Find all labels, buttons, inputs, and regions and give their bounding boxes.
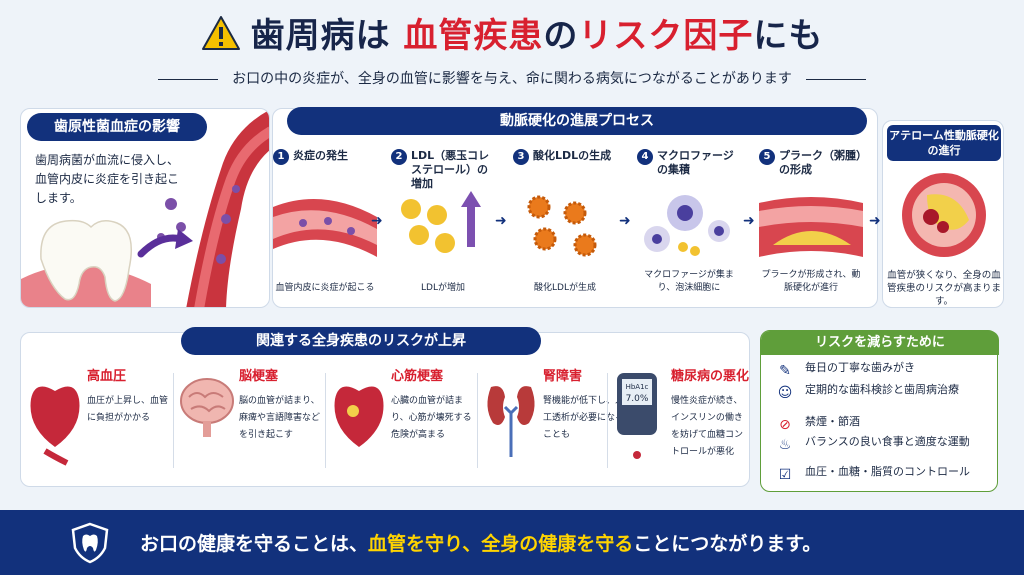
checklist-icon: ☑	[778, 467, 792, 483]
step-title: LDL（悪玉コレステロール）の増加	[411, 149, 490, 190]
step-title: 炎症の発生	[293, 149, 348, 162]
disease-name: 腎障害	[543, 369, 583, 384]
macrophage-icon	[644, 195, 730, 256]
tip-text: 禁煙・節酒	[805, 415, 860, 428]
bacteremia-heading: 歯原性菌血症の影響	[27, 113, 207, 141]
footer-text-3: ことにつながります。	[633, 533, 822, 555]
page-title: 歯周病は 血管疾患のリスク因子にも	[0, 8, 1024, 60]
tip-item: ✎ 毎日の丁寧な歯みがき	[775, 361, 995, 381]
oxidized-ldl-icon	[527, 195, 597, 257]
tip-item: ♨ バランスの良い食事と適度な運動	[775, 435, 995, 455]
arrow-right-icon: ➜	[371, 213, 383, 229]
disease-name: 高血圧	[87, 369, 127, 384]
disease-text: 脳の血管が詰まり、麻痺や言語障害などを引き起こす	[239, 396, 321, 440]
divider	[173, 373, 174, 468]
heart-icon	[30, 386, 80, 466]
title-highlight-2: リスク因子	[578, 16, 754, 56]
risk-reduction-heading: リスクを減らすために	[761, 331, 999, 355]
disease-name: 脳梗塞	[239, 369, 279, 384]
tooth-shield-icon	[71, 522, 109, 564]
arrow-right-icon: ➜	[495, 213, 507, 229]
step-caption: 酸化LDLが生成	[534, 283, 596, 293]
step-caption: LDLが増加	[421, 283, 465, 293]
footer-banner: お口の健康を守ることは、血管を守り、全身の健康を守ることにつながります。	[0, 510, 1024, 575]
tip-item: ⊘ 禁煙・節酒	[775, 415, 995, 435]
divider	[607, 373, 608, 468]
footer-message: お口の健康を守ることは、血管を守り、全身の健康を守ることにつながります。	[140, 529, 821, 556]
kidney-icon	[487, 386, 535, 457]
disease-stroke: 脳梗塞 脳の血管が詰まり、麻痺や言語障害などを引き起こす	[179, 363, 325, 483]
disease-text: 心臓の血管が詰まり、心筋が壊死する危険が高まる	[391, 396, 472, 440]
tip-text: 定期的な歯科検診と歯周病治療	[805, 383, 959, 396]
tip-text: 毎日の丁寧な歯みがき	[805, 361, 915, 374]
step-title: 酸化LDLの生成	[533, 149, 612, 162]
step-number: 4	[637, 149, 653, 165]
tip-text: 血圧・血糖・脂質のコントロール	[805, 465, 970, 478]
brain-icon	[180, 378, 234, 437]
title-part-3: の	[543, 16, 579, 56]
dentist-icon: ☺	[777, 385, 793, 401]
tip-item: ☺ 定期的な歯科検診と歯周病治療	[775, 383, 995, 403]
disease-text: 慢性炎症が続き、インスリンの働きを妨げて血糖コントロールが悪化	[671, 396, 744, 457]
title-highlight-1: 血管疾患	[403, 16, 544, 56]
meter-value: 7.0%	[626, 394, 649, 404]
atheroma-heading: アテローム性動脈硬化の進行	[887, 125, 1001, 161]
step-title: プラーク（粥腫）の形成	[779, 149, 862, 176]
page-subtitle: お口の中の炎症が、全身の血管に影響を与え、命に関わる病気につながることがあります	[0, 68, 1024, 88]
heart-icon	[334, 386, 384, 447]
tip-item: ☑ 血圧・血糖・脂質のコントロール	[775, 465, 995, 485]
title-part-5: にも	[753, 16, 824, 56]
process-step-1: 1 炎症の発生 血管内皮に炎症が起こる	[273, 149, 377, 299]
diseases-panel: 関連する全身疾患のリスクが上昇 高血圧 血圧が上昇し、血管に負担がかかる 脳梗塞…	[20, 327, 750, 487]
diseases-heading: 関連する全身疾患のリスクが上昇	[181, 327, 541, 355]
atheroma-caption: 血管が狭くなり、全身の血管疾患のリスクが高まります。	[887, 270, 1002, 307]
step-number: 2	[391, 149, 407, 165]
bacteremia-description: 歯周病菌が血流に侵入し、血管内皮に炎症を引き起こします。	[35, 153, 180, 205]
step-number: 5	[759, 149, 775, 165]
step-title: マクロファージの集積	[657, 149, 734, 176]
ldl-particles-icon	[401, 191, 481, 253]
divider	[477, 373, 478, 468]
no-smoking-icon: ⊘	[779, 417, 791, 433]
process-step-3: 3 酸化LDLの生成 酸化LDLが生成	[513, 149, 617, 299]
divider	[325, 373, 326, 468]
disease-name: 糖尿病の悪化	[671, 369, 750, 384]
disease-hypertension: 高血圧 血圧が上昇し、血管に負担がかかる	[27, 363, 173, 483]
warning-icon	[201, 15, 241, 60]
disease-text: 腎機能が低下し、人工透析が必要になることも	[543, 396, 625, 440]
atheroma-cross-section-icon	[902, 173, 986, 257]
disease-diabetes: HbA1c 7.0% 糖尿病の悪化 慢性炎症が続き、インスリンの働きを妨げて血糖コ…	[611, 363, 750, 483]
risk-reduction-panel: リスクを減らすために ✎ 毎日の丁寧な歯みがき ☺ 定期的な歯科検診と歯周病治療 ⊘…	[760, 330, 999, 492]
step-caption: プラークが形成され、動脈硬化が進行	[761, 270, 861, 293]
toothbrush-icon: ✎	[779, 363, 791, 379]
arrow-right-icon: ➜	[619, 213, 631, 229]
arrow-right-icon: ➜	[743, 213, 755, 229]
footer-text-1: お口の健康を守ることは、	[140, 533, 369, 555]
meter-label: HbA1c	[626, 383, 649, 391]
disease-text: 血圧が上昇し、血管に負担がかかる	[87, 396, 169, 423]
disease-myocardial-infarction: 心筋梗塞 心臓の血管が詰まり、心筋が壊死する危険が高まる	[331, 363, 477, 483]
process-heading: 動脈硬化の進展プロセス	[287, 107, 867, 135]
footer-highlight: 血管を守り、全身の健康を守る	[368, 533, 634, 555]
step-caption: マクロファージが集まり、泡沫細胞に	[644, 270, 734, 293]
arrow-right-icon: ➜	[869, 213, 881, 229]
glucose-meter-icon: HbA1c 7.0%	[617, 373, 657, 459]
disease-name: 心筋梗塞	[391, 369, 444, 384]
plaque-vessel-icon	[759, 197, 863, 257]
inflamed-vessel-icon	[273, 199, 377, 257]
tip-text: バランスの良い食事と適度な運動	[805, 435, 970, 448]
disease-kidney: 腎障害 腎機能が低下し、人工透析が必要になることも	[483, 363, 629, 483]
step-number: 3	[513, 149, 529, 165]
step-caption: 血管内皮に炎症が起こる	[275, 283, 375, 293]
title-part-1: 歯周病は	[250, 16, 404, 56]
running-icon: ♨	[778, 437, 792, 453]
atheroma-panel: アテローム性動脈硬化の進行 血管が狭くなり、全身の血管疾患のリスクが高まります。	[882, 120, 1004, 308]
bacteremia-panel: 歯原性菌血症の影響 歯周病菌が血流に侵入し、血管内皮に炎症を引き起こします。	[20, 108, 270, 308]
step-number: 1	[273, 149, 289, 165]
